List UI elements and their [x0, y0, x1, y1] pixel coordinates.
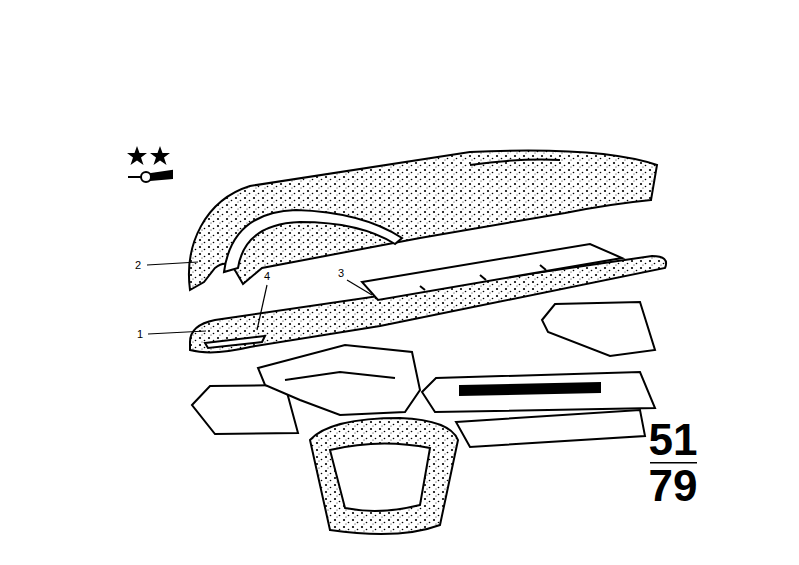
callout-number: 3 — [337, 268, 345, 279]
symbol-stars — [127, 146, 170, 165]
group-number: 51 — [648, 418, 699, 462]
insulation-panels — [192, 302, 655, 534]
callout-number: 4 — [263, 271, 271, 282]
leader-lines — [147, 262, 372, 334]
symbol-lamp — [128, 171, 172, 182]
callout-number: 1 — [136, 329, 144, 340]
callout-number: 2 — [134, 260, 142, 271]
figure-number: 79 — [648, 464, 699, 508]
